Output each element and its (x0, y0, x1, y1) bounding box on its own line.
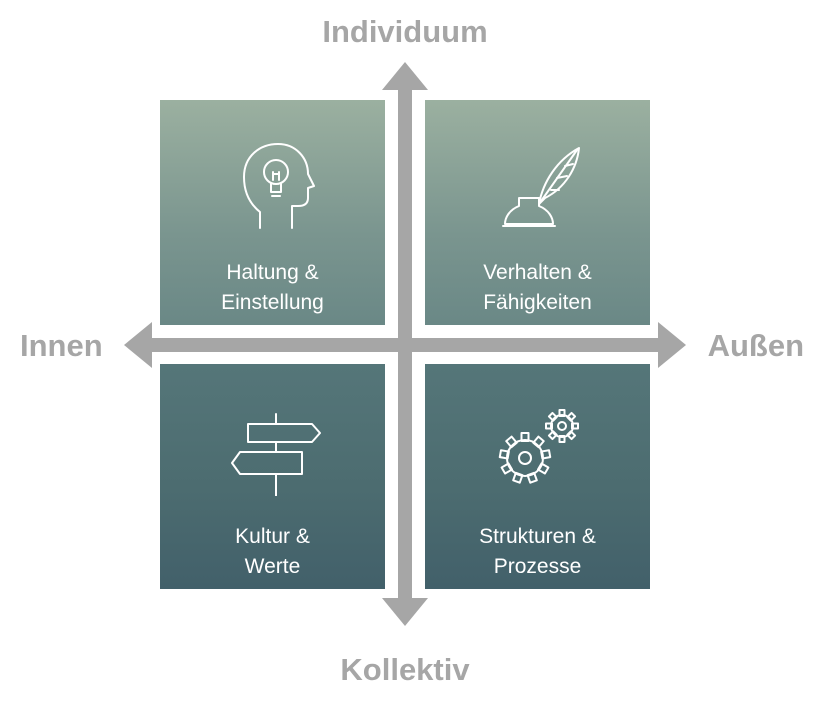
signpost-icon (231, 413, 321, 496)
arrow-right (658, 322, 686, 368)
horizontal-axis (150, 338, 662, 352)
arrow-left (124, 322, 152, 368)
arrow-up (382, 62, 428, 90)
axis-label-bottom: Kollektiv (340, 652, 470, 687)
quadrant-bl-line1: Kultur & (235, 525, 310, 548)
axis-label-right: Außen (707, 328, 804, 363)
axis-label-top: Individuum (322, 14, 488, 49)
quadrant-tl-line2: Einstellung (221, 291, 324, 314)
quadrant-bl-line2: Werte (244, 555, 301, 578)
quadrant-tl-line1: Haltung & (226, 261, 319, 284)
arrow-down (382, 598, 428, 626)
quadrant-tr-line2: Fähigkeiten (483, 291, 592, 314)
head-lightbulb-icon (243, 143, 315, 229)
quadrant-br-line1: Strukturen & (479, 525, 596, 548)
quadrant-kultur-werte: Kultur & Werte (160, 364, 385, 589)
quadrant-haltung-einstellung: Haltung & Einstellung (160, 100, 385, 325)
quadrant-tr-line1: Verhalten & (483, 261, 592, 284)
axis-label-left: Innen (20, 328, 103, 363)
quadrant-br-line2: Prozesse (493, 555, 582, 578)
quadrant-verhalten-faehigkeiten: Verhalten & Fähigkeiten (425, 100, 650, 325)
quadrant-strukturen-prozesse: Strukturen & Prozesse (425, 364, 650, 589)
quill-inkwell-icon (502, 147, 580, 227)
gears-icon (498, 409, 579, 484)
